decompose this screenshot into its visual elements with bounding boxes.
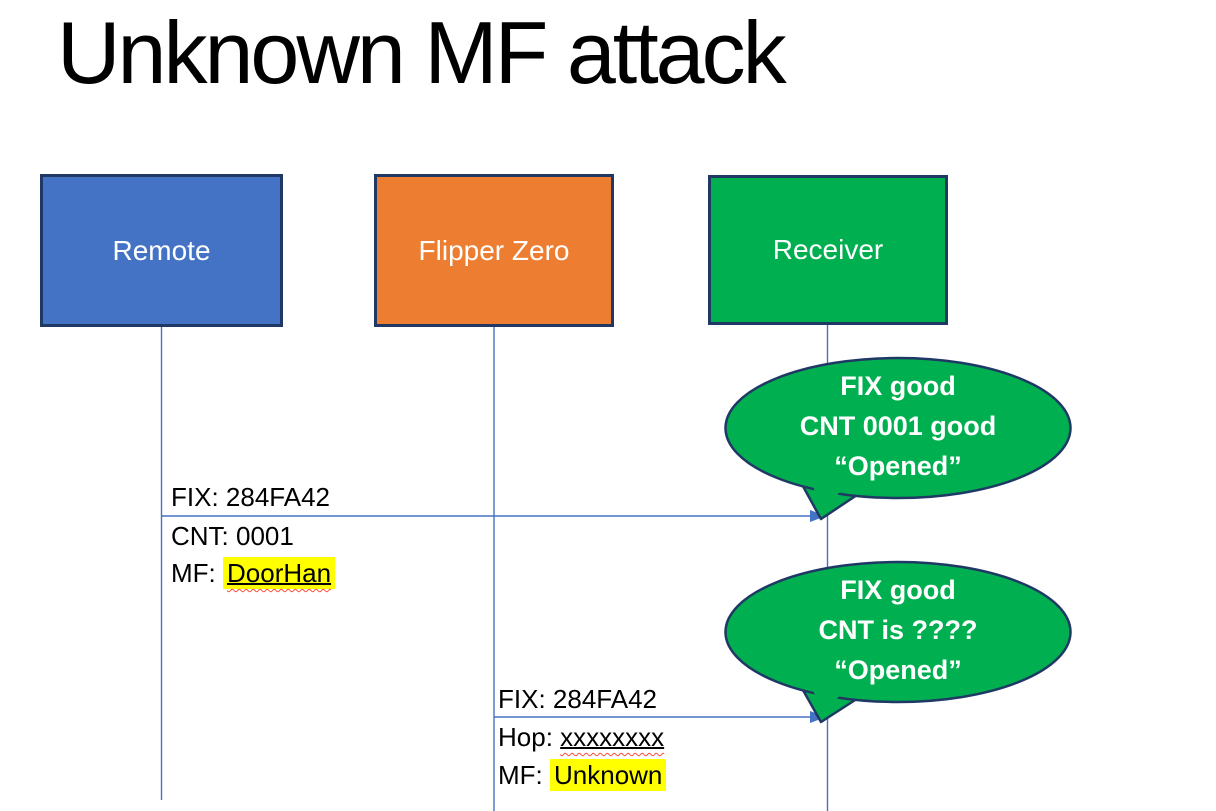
bubble1-line2: CNT 0001 good [799, 411, 997, 441]
actor-box-flipper-zero: Flipper Zero [374, 174, 614, 327]
bubble2-line1: FIX good [840, 575, 956, 605]
speech-bubble-1-text: FIX good CNT 0001 good “Opened” [725, 366, 1071, 486]
bubble2-line3: “Opened” [834, 655, 962, 685]
actor-label-flipper-zero: Flipper Zero [418, 234, 570, 266]
message2-hop-value: xxxxxxxx [560, 722, 665, 752]
actor-box-remote: Remote [40, 174, 283, 327]
speech-bubble-1 [724, 356, 1072, 521]
bubble1-line1: FIX good [840, 371, 956, 401]
actor-box-receiver: Receiver [708, 175, 948, 325]
message1-mf-label: MF: DoorHan [171, 557, 336, 589]
message1-fix-label: FIX: 284FA42 [171, 482, 330, 512]
speech-bubble-2-body [724, 560, 1072, 704]
speech-bubble-2-join [806, 667, 860, 715]
bubble2-line2: CNT is ???? [818, 615, 978, 645]
message2-hop-prefix: Hop: [498, 722, 561, 752]
message2-hop-label: Hop: xxxxxxxx [498, 721, 664, 753]
message1-mf-highlight: DoorHan [223, 557, 336, 589]
slide-title: Unknown MF attack [57, 3, 787, 102]
message2-mf-highlight: Unknown [550, 759, 667, 791]
speech-bubble-2 [724, 560, 1072, 724]
message1-cnt-label: CNT: 0001 [171, 521, 294, 551]
message2-hop-underline: xxxxxxxx [560, 722, 664, 752]
message2-mf-value: Unknown [554, 760, 663, 790]
message1-mf-value: DoorHan [227, 558, 332, 588]
actor-label-receiver: Receiver [772, 234, 884, 265]
message2-mf-label: MF: Unknown [498, 759, 667, 791]
message1-mf-prefix: MF: [171, 558, 223, 588]
speech-bubble-1-join [806, 463, 860, 512]
speech-bubble-1-body [724, 356, 1072, 500]
speech-bubble-2-text: FIX good CNT is ???? “Opened” [725, 570, 1071, 690]
message2-mf-prefix: MF: [498, 760, 550, 790]
actor-label-remote: Remote [112, 234, 211, 266]
bubble1-line3: “Opened” [834, 451, 962, 481]
message2-fix-label: FIX: 284FA42 [498, 684, 657, 714]
